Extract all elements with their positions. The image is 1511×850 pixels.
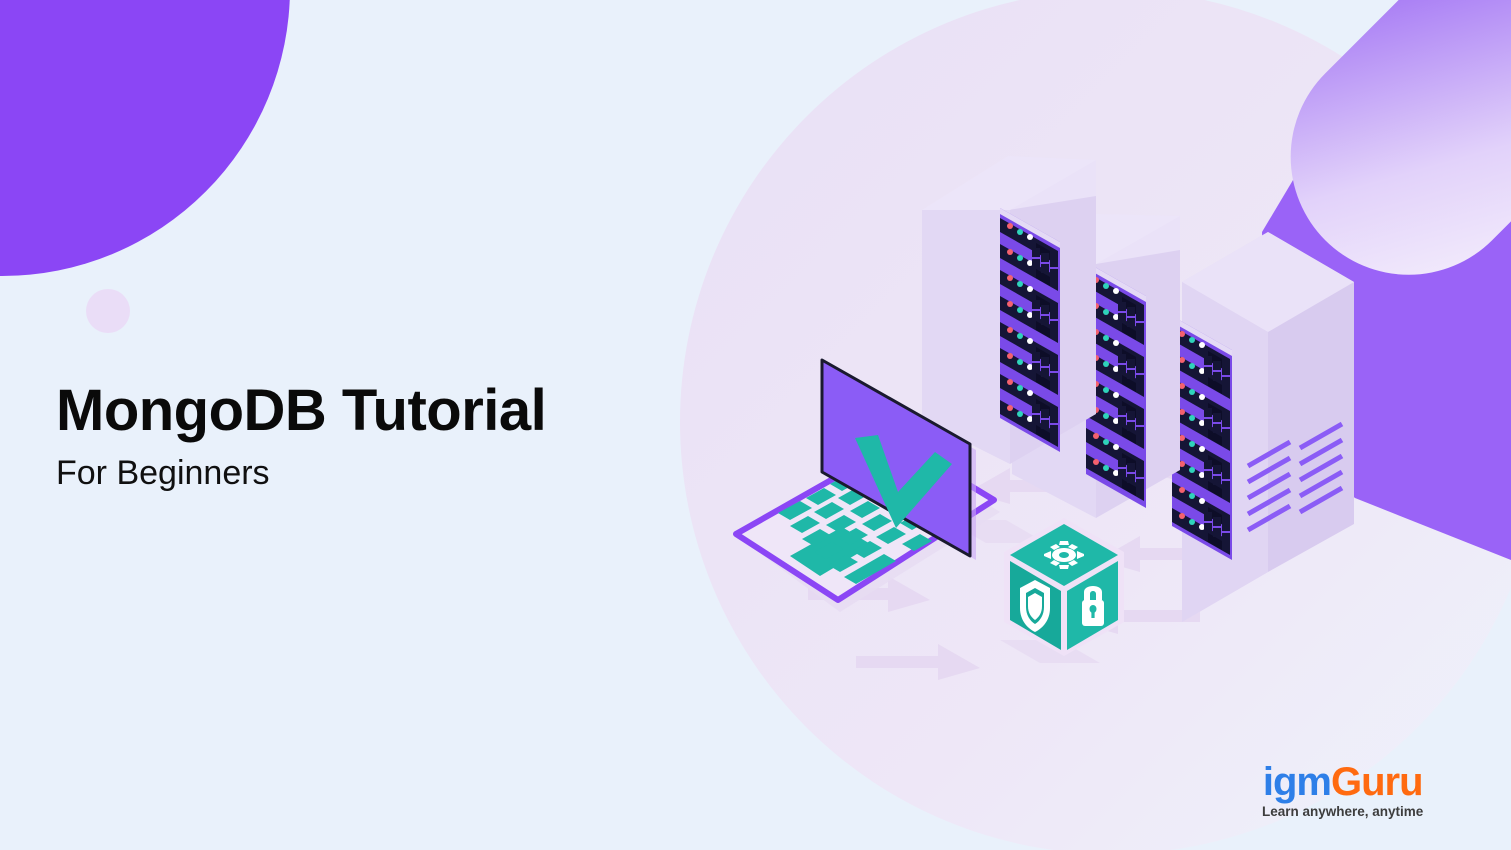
brand-logo-part-guru: Guru — [1330, 760, 1424, 804]
cabinet-vents — [1246, 421, 1344, 533]
brand-logo[interactable]: igmGuru Learn anywhere, anytime — [1262, 762, 1423, 819]
decor-circle-top-left — [0, 0, 290, 276]
laptop — [733, 358, 1000, 612]
rack-vent-grid-3 — [1204, 356, 1230, 542]
decor-pill — [1290, 0, 1511, 275]
server-racks — [922, 156, 1354, 622]
shield-icon — [1020, 580, 1050, 632]
server-rack-3 — [1172, 316, 1232, 560]
rack-vent-grid-1 — [1032, 248, 1058, 434]
checkmark-icon — [855, 435, 952, 528]
page-subtitle: For Beginners — [56, 453, 270, 492]
brand-tagline: Learn anywhere, anytime — [1262, 804, 1424, 819]
server-rack-2 — [1086, 262, 1146, 508]
gear-icon — [1044, 541, 1084, 569]
lock-icon — [1082, 586, 1104, 626]
headline-block: MongoDB Tutorial For Beginners — [56, 378, 696, 492]
brand-logo-wordmark: igmGuru — [1262, 760, 1424, 804]
rack-vent-grid-2 — [1118, 302, 1144, 488]
decor-circle-small — [86, 289, 130, 333]
security-cube — [1004, 518, 1124, 656]
page-title: MongoDB Tutorial — [56, 378, 547, 443]
brand-logo-part-igm: igm — [1262, 760, 1332, 804]
server-rack-1 — [1000, 208, 1060, 452]
